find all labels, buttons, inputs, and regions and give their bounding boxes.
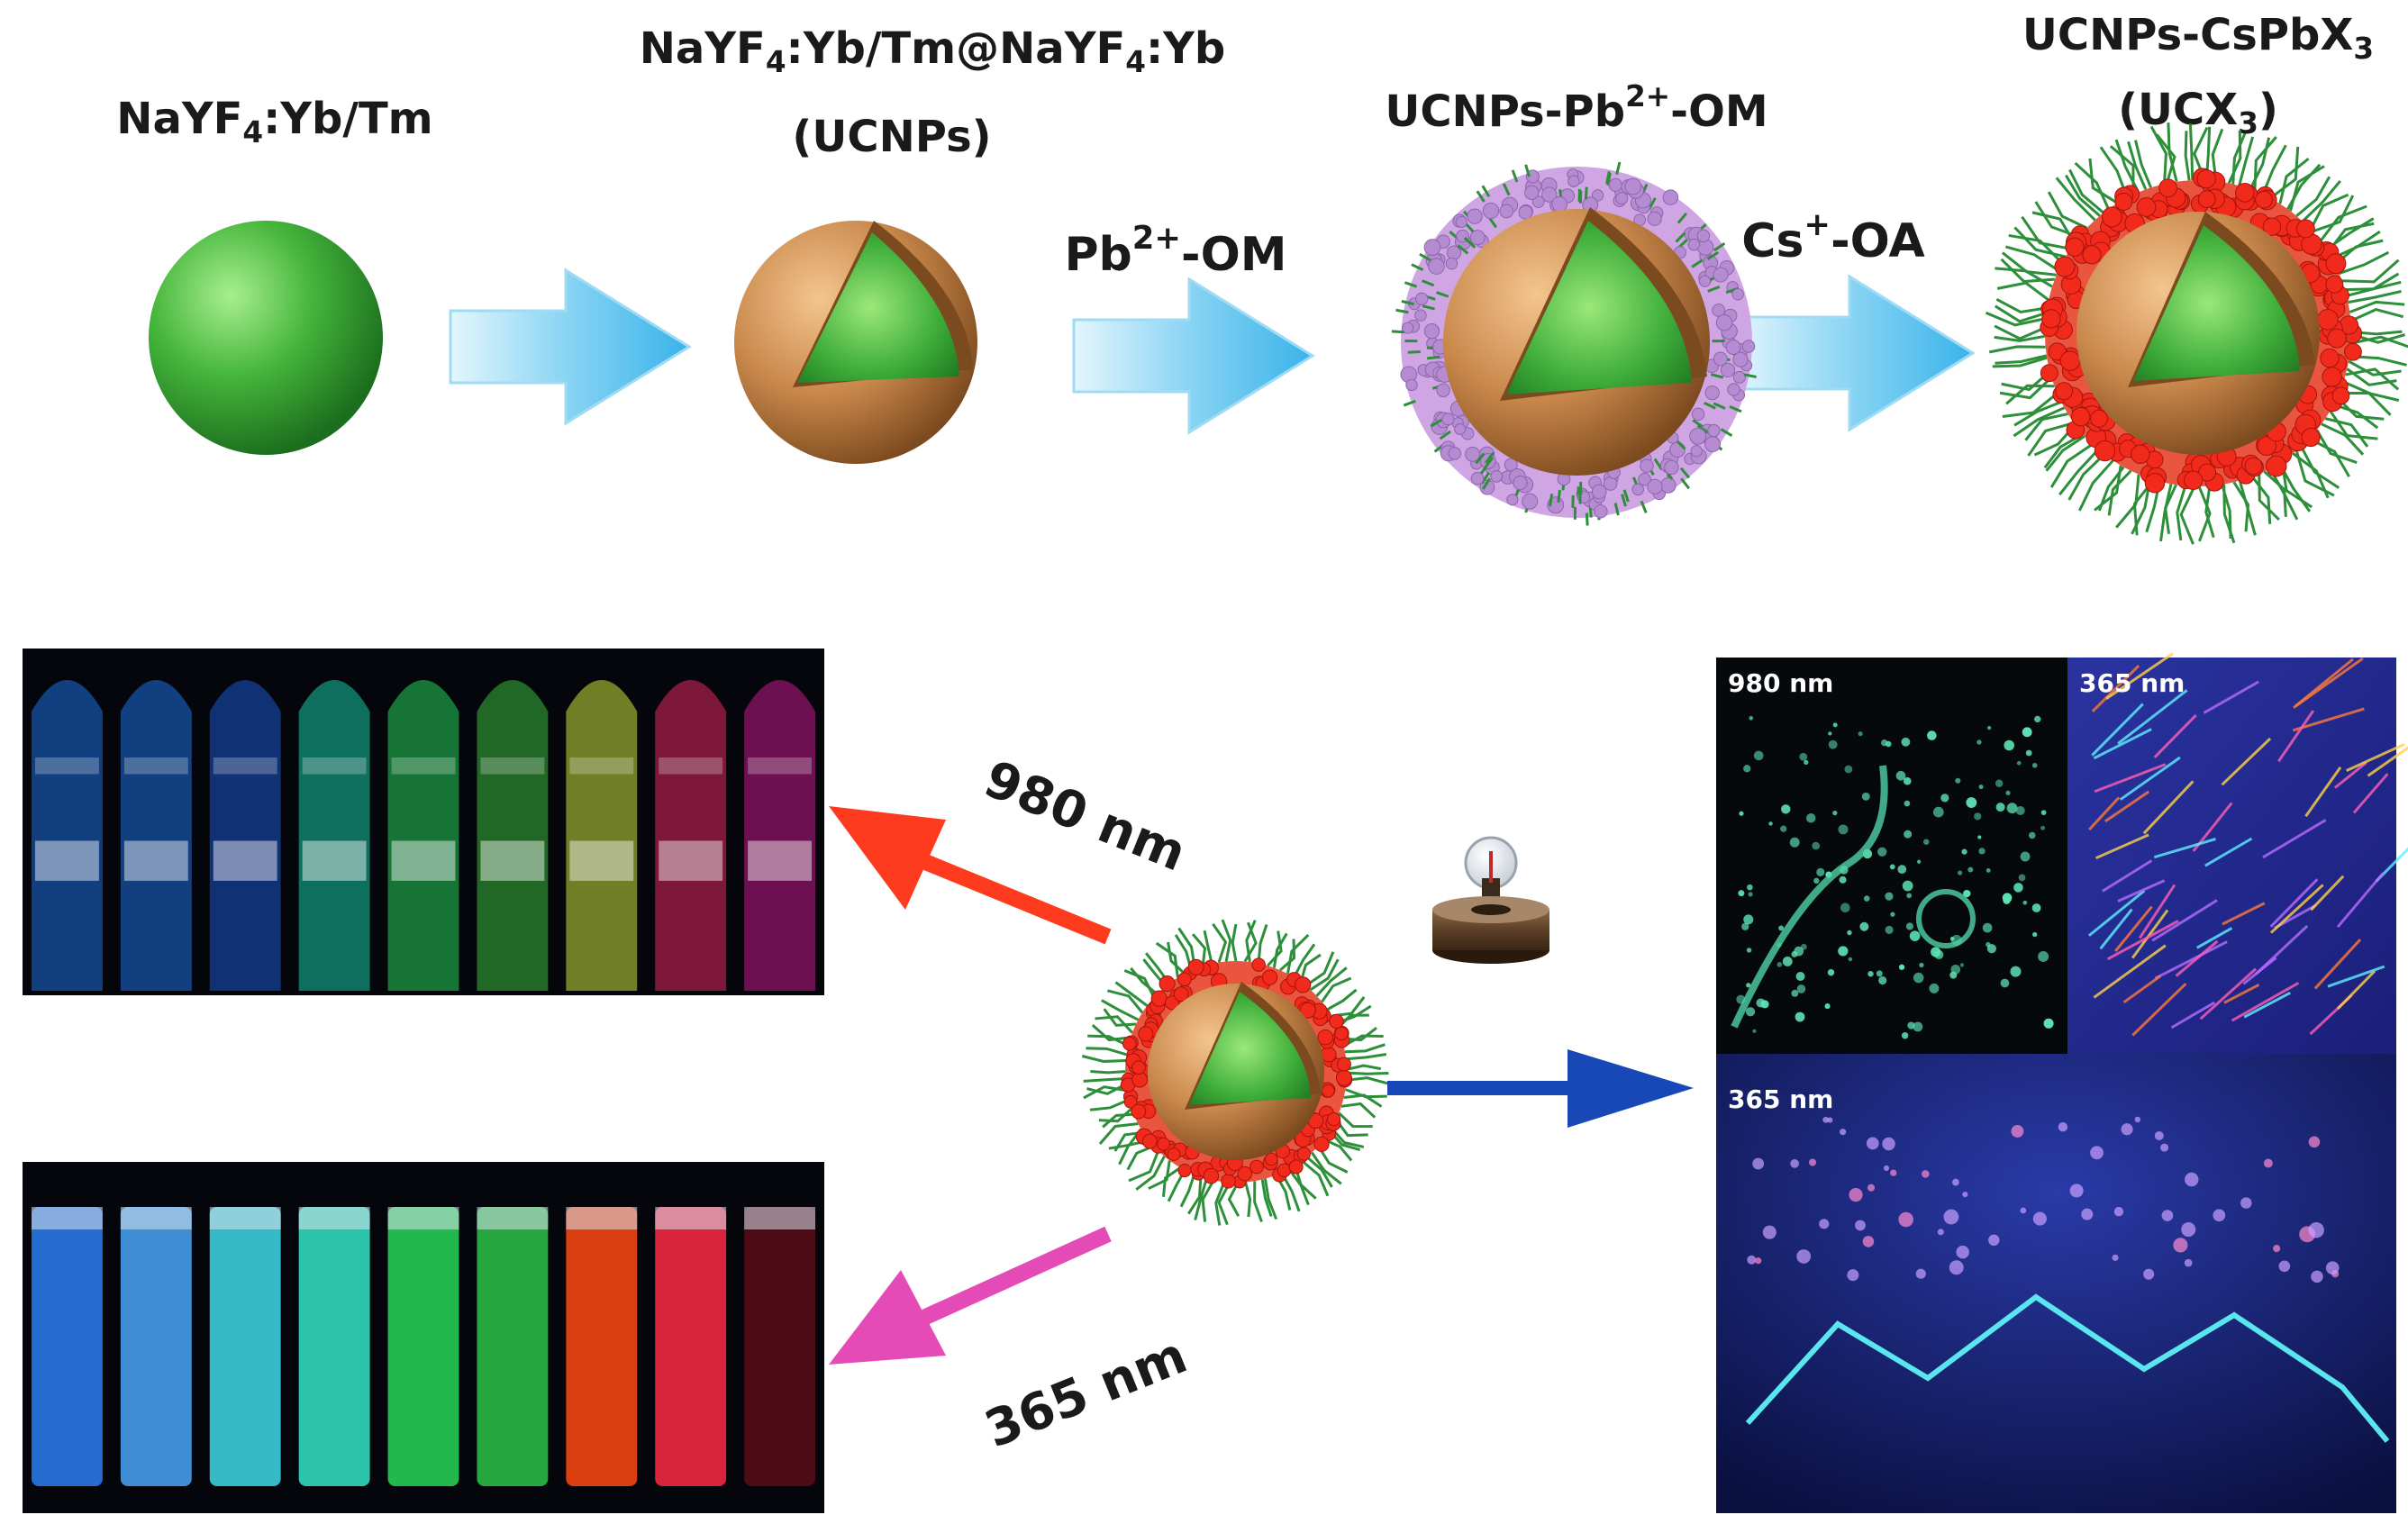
label-365nm: 365 nm	[977, 1326, 1195, 1459]
ucnp-core-shell	[734, 221, 977, 464]
stage-label-ucnp: NaYF4:Yb/Tm@NaYF4:Yb (UCNPs)	[640, 23, 1226, 162]
ucx3-particle	[1985, 122, 2408, 545]
svg-text:(UCNPs): (UCNPs)	[792, 112, 991, 162]
panel-label-365nm-top: 365 nm	[2079, 668, 2185, 698]
svg-text:NaYF4:Yb/Tm: NaYF4:Yb/Tm	[116, 94, 432, 150]
stage-label-pbom: UCNPs-Pb2+-OM	[1385, 79, 1767, 137]
svg-text:UCNPs-CsPbX3: UCNPs-CsPbX3	[2022, 10, 2374, 66]
arrow-to-patterns	[1387, 1049, 1694, 1128]
stage-label-ucx: UCNPs-CsPbX3 (UCX3)	[2022, 10, 2374, 141]
vials-980nm-photo	[23, 649, 824, 995]
reagent-label-cs-oa: Cs+-OA	[1741, 206, 1924, 268]
panel-label-365nm-bottom: 365 nm	[1728, 1084, 1833, 1114]
lamp-icon	[1432, 836, 1549, 964]
svg-text:(UCX3): (UCX3)	[2118, 85, 2278, 141]
core-nanoparticle	[149, 221, 383, 455]
reagent-label-pb-om: Pb2+-OM	[1064, 220, 1286, 282]
process-arrow-3	[1732, 274, 1976, 432]
ucnp-pb-om-particle	[1391, 161, 1757, 526]
process-arrow-1	[449, 268, 692, 426]
arrow-980nm	[829, 806, 1112, 945]
vials-365nm-photo	[23, 1162, 824, 1513]
process-arrow-2	[1072, 277, 1315, 435]
center-ucx3-particle	[1081, 919, 1389, 1226]
label-980nm: 980 nm	[977, 749, 1195, 883]
pattern-photo-980nm: 980 nm	[1716, 658, 2067, 1054]
panel-label-980nm: 980 nm	[1728, 668, 1833, 698]
pattern-photo-365nm-landscape: 365 nm	[1716, 1054, 2396, 1513]
arrow-365nm	[829, 1226, 1112, 1365]
pattern-photo-365nm-cranes: 365 nm	[2067, 652, 2408, 1054]
svg-text:UCNPs-Pb2+-OM: UCNPs-Pb2+-OM	[1385, 79, 1767, 137]
svg-text:NaYF4:Yb/Tm@NaYF4:Yb: NaYF4:Yb/Tm@NaYF4:Yb	[640, 23, 1226, 79]
stage-label-core: NaYF4:Yb/Tm	[116, 94, 432, 150]
